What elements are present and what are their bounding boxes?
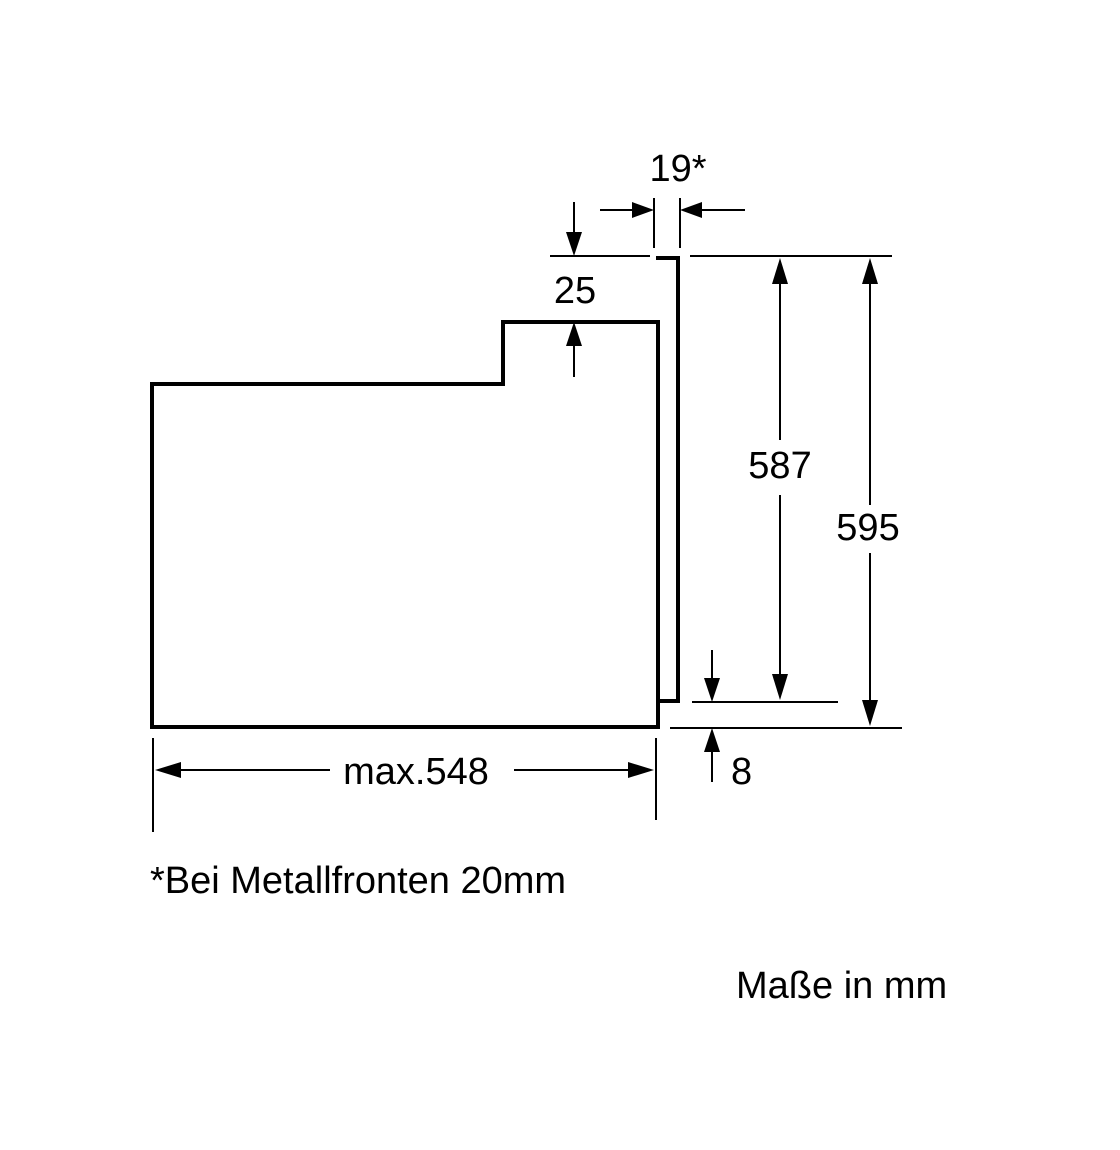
dimension-front-thickness: 19* (600, 148, 745, 248)
label-bottom-offset: 8 (731, 751, 752, 793)
dimension-bottom-offset: 8 (704, 650, 752, 793)
units-note: Maße in mm (736, 965, 947, 1007)
label-top-step: 25 (554, 270, 596, 312)
dimension-depth: max.548 (152, 738, 657, 832)
label-front-thickness: 19* (649, 148, 706, 190)
dimension-total-height: 595 (670, 258, 902, 729)
oven-front-panel (656, 256, 680, 703)
label-depth: max.548 (343, 751, 489, 793)
oven-body-outline (150, 320, 660, 729)
dimension-top-step: 25 (550, 202, 650, 377)
label-inner-height: 587 (748, 445, 811, 487)
footnote-metal-fronts: *Bei Metallfronten 20mm (150, 860, 566, 902)
dimension-inner-height: 587 (690, 255, 892, 703)
label-total-height: 595 (836, 507, 899, 549)
